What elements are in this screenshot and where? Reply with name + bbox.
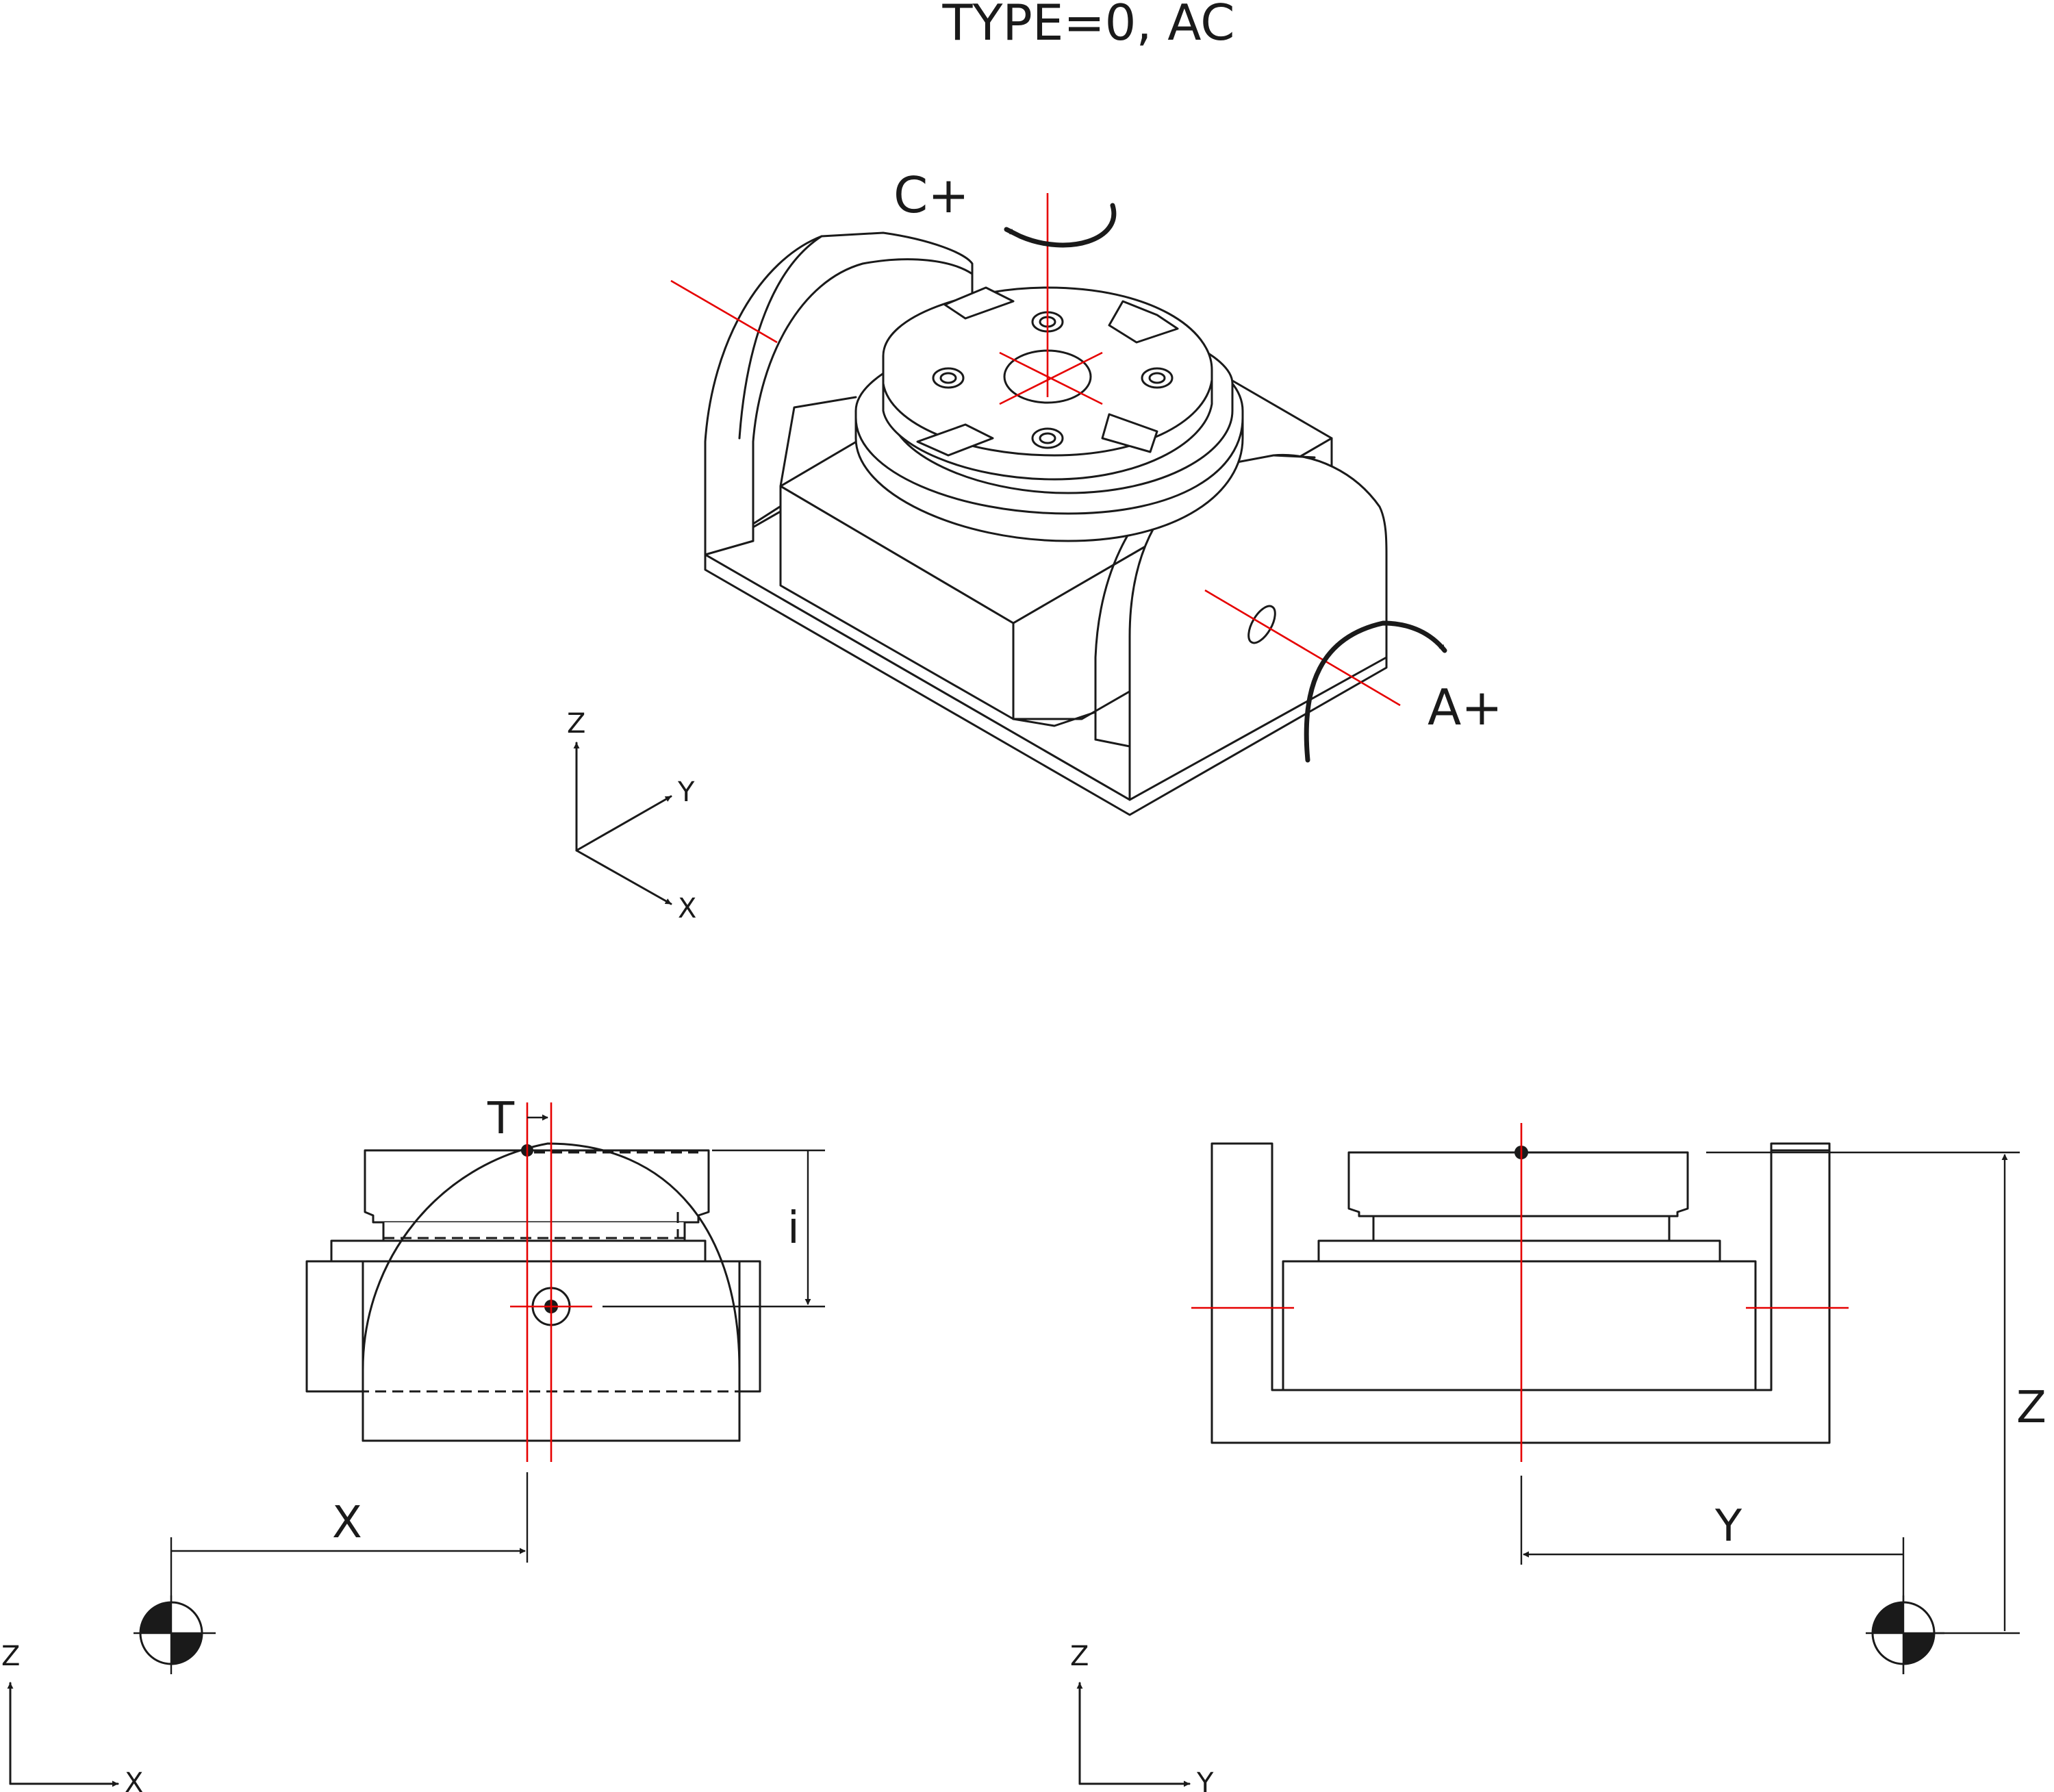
c-plus-label: C+: [893, 166, 969, 224]
dim-i-label: i: [787, 1203, 800, 1254]
coordinate-triad-yz: Z Y: [1070, 1641, 1214, 1792]
isometric-view: C+ A+ Z Y X: [567, 166, 1503, 924]
coordinate-triad-xz: Z X: [1, 1641, 143, 1792]
turntable: [854, 286, 1244, 542]
triad-iso-x-label: X: [678, 893, 696, 924]
rotation-arrow-c-icon: [1004, 203, 1117, 248]
machine-zero-icon-left: [134, 1595, 216, 1674]
axis-centerlines: [670, 193, 1401, 707]
machine-zero-icon-right: [1866, 1595, 1944, 1674]
dim-z-label: Z: [2016, 1383, 2046, 1433]
dim-y-label: Y: [1714, 1501, 1742, 1552]
triad-iso-y-label: Y: [677, 777, 695, 808]
triad-right-z-label: Z: [1070, 1641, 1089, 1672]
triad-left-z-label: Z: [1, 1641, 20, 1672]
triad-iso-z-label: Z: [567, 708, 585, 740]
left-trunnion-support: [704, 231, 974, 556]
dim-t-label: T: [487, 1094, 515, 1144]
rotation-arrow-a-icon: [1304, 620, 1447, 763]
coordinate-triad-iso: Z Y X: [567, 708, 696, 924]
screw-head-icon: [932, 311, 1174, 449]
page-title: TYPE=0, AC: [941, 0, 1234, 51]
triad-right-y-label: Y: [1196, 1767, 1214, 1792]
a-plus-label: A+: [1428, 679, 1503, 736]
side-view-xz: T i X Z X: [1, 1094, 825, 1792]
triad-left-x-label: X: [125, 1767, 143, 1792]
dim-x-label: X: [332, 1498, 362, 1548]
side-view-yz: Z Y Z Y: [1070, 1123, 2046, 1792]
